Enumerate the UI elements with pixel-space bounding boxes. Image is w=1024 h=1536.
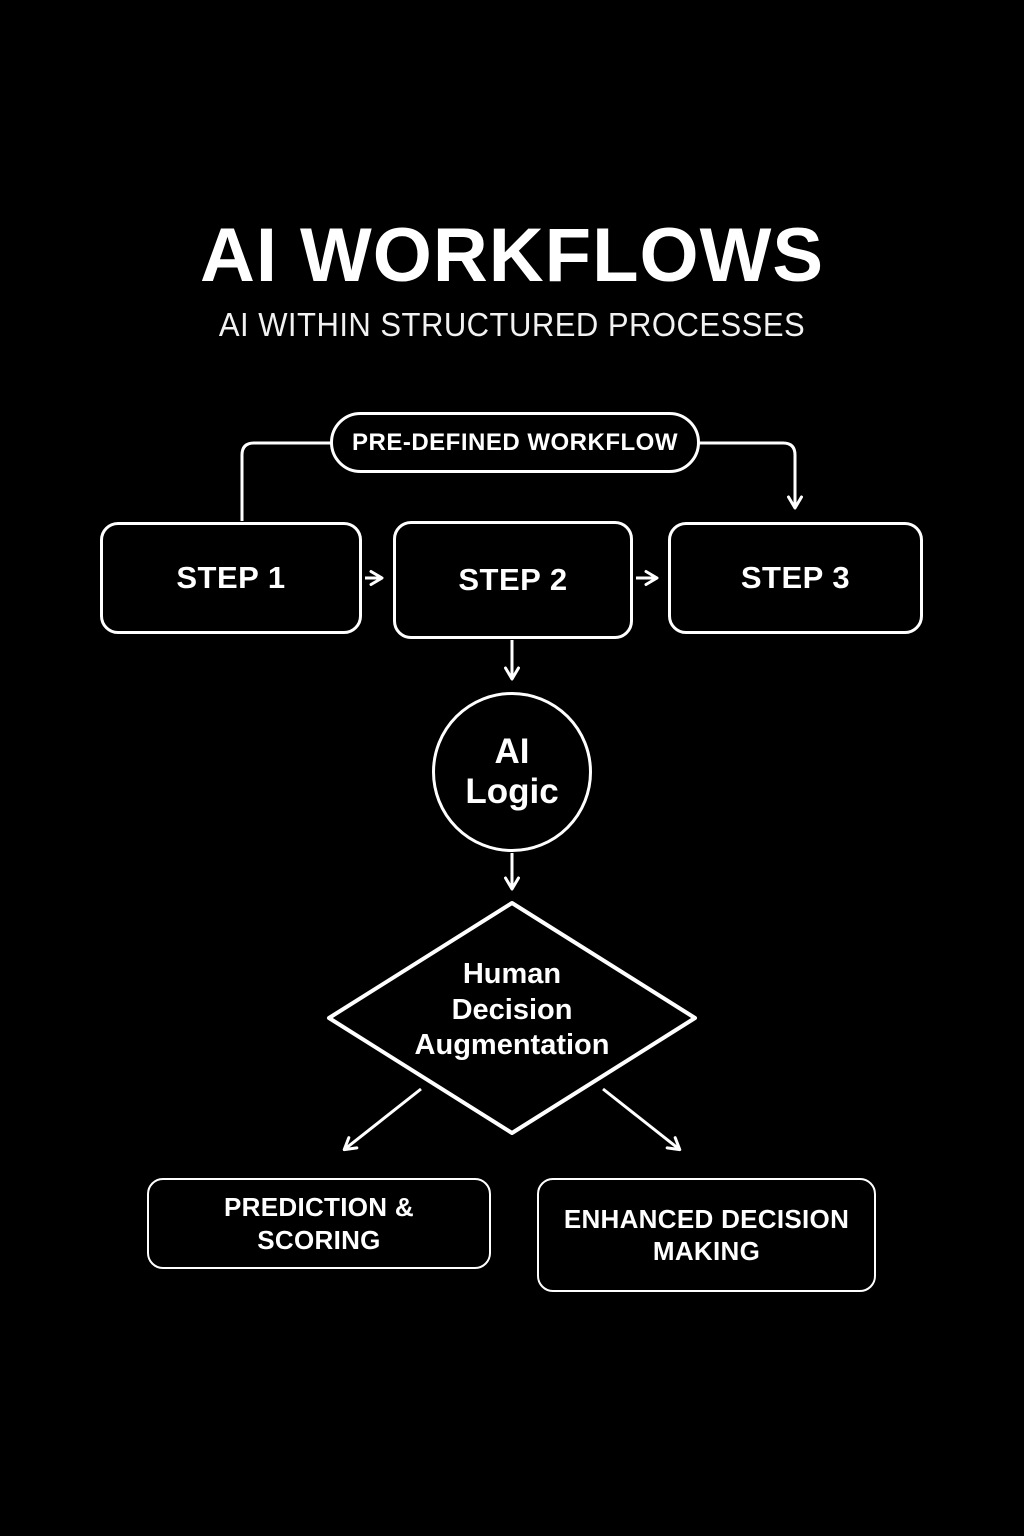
ai-logic-circle: AI Logic [432, 692, 592, 852]
connector-pill-to-step3 [698, 441, 803, 510]
step-2-label: STEP 2 [458, 562, 568, 597]
step-2-box: STEP 2 [393, 521, 633, 639]
decision-line3: Augmentation [414, 1029, 610, 1062]
enhanced-decision-box: ENHANCED DECISION MAKING [537, 1178, 876, 1292]
page-subtitle: AI WITHIN STRUCTURED PROCESSES [218, 306, 806, 343]
ai-logic-line1: AI [494, 731, 530, 771]
enhanced-decision-label: ENHANCED DECISION MAKING [563, 1203, 850, 1267]
prediction-scoring-box: PREDICTION & SCORING [147, 1178, 491, 1269]
step-1-label: STEP 1 [176, 560, 286, 595]
ai-logic-line2: Logic [465, 772, 559, 811]
step-3-label: STEP 3 [740, 560, 851, 595]
arrow-decision-to-enhanced [602, 1087, 682, 1152]
connector-pill-to-step1 [240, 441, 333, 521]
prediction-scoring-label: PREDICTION & SCORING [224, 1192, 414, 1255]
decision-line2: Decision [451, 993, 573, 1026]
step-3-box: STEP 3 [668, 522, 923, 634]
step-1-box: STEP 1 [100, 522, 362, 634]
predefined-workflow-pill: PRE-DEFINED WORKFLOW [330, 412, 700, 473]
decision-diamond-label: Human Decision Augmentation [372, 957, 652, 1064]
arrow-decision-to-prediction [342, 1087, 422, 1152]
page-title: AI WORKFLOWS [199, 213, 825, 298]
predefined-workflow-label: PRE-DEFINED WORKFLOW [352, 428, 678, 456]
decision-line1: Human [462, 958, 562, 990]
